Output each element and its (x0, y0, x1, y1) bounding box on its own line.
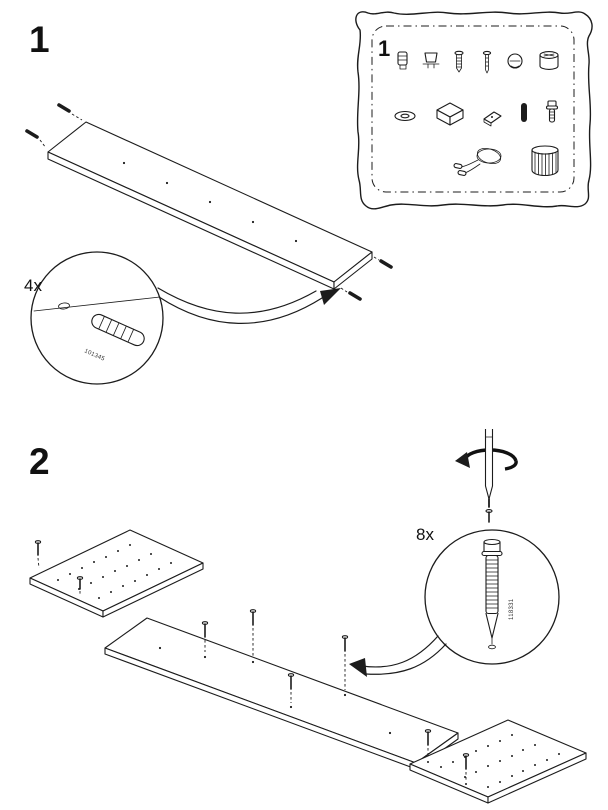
step-2-number: 2 (29, 441, 50, 482)
corner-fitting-icon (397, 51, 408, 70)
shelf-bracket-icon (483, 111, 502, 127)
fittings-box-step-label: 1 (378, 36, 390, 61)
screwdriver-icon (484, 429, 494, 508)
long-panel-step-1 (47, 121, 373, 290)
screw-quantity-label: 8x (416, 525, 434, 544)
screw-marker (424, 729, 432, 763)
side-panel-left (29, 529, 204, 618)
washer-icon (394, 110, 416, 122)
screw-marker (76, 576, 84, 595)
fittings-box-outline (355, 11, 593, 210)
screw-part-number: 118331 (509, 598, 515, 620)
cord-with-ferrules-icon (453, 147, 502, 176)
hole-pattern (440, 734, 560, 788)
dowel-quantity-label: 4x (24, 276, 42, 295)
screw-marker (462, 753, 470, 785)
side-panel-right (409, 719, 587, 804)
step-1-section: 1 4x (24, 19, 393, 385)
callout-leader-2 (349, 635, 447, 677)
hole-pattern (158, 646, 392, 735)
step-2-section: 2 (29, 429, 587, 804)
connector-bolt-icon (545, 100, 559, 123)
long-panel-step-2 (104, 617, 459, 770)
callout-leader-1 (157, 287, 341, 324)
magnifier-callout-dowel: 4x 101345 (24, 251, 164, 385)
dowel-pins (25, 103, 393, 301)
screw-under-driver (485, 509, 493, 523)
screw-marker (34, 540, 42, 569)
leader-arrowhead-2 (349, 658, 367, 677)
wood-screw-icon (454, 50, 464, 73)
screw-marker (287, 673, 295, 703)
fittings-box: 1 (355, 11, 593, 210)
leader-arrowhead-1 (320, 288, 341, 305)
connector-screw-icon (481, 538, 503, 650)
ribbed-knob-icon (531, 145, 559, 177)
cam-housing-icon (539, 51, 559, 70)
fittings-box-inner-border (371, 25, 575, 193)
hole-pattern (57, 544, 172, 599)
step-1-number: 1 (29, 19, 50, 60)
metal-dowel-icon (521, 103, 527, 122)
magnifier-callout-screw: 8x 118331 (416, 525, 560, 665)
screw-markers (34, 540, 470, 785)
wood-dowel-icon (91, 313, 145, 347)
cam-lock-icon (507, 53, 523, 69)
screw-marker (341, 635, 349, 690)
hole-pattern (122, 161, 298, 243)
flat-head-screw-icon (482, 50, 492, 74)
plastic-cap-icon (422, 52, 440, 69)
screw-marker (201, 621, 209, 652)
cover-cap-icon (436, 102, 464, 126)
screw-marker (249, 609, 257, 656)
